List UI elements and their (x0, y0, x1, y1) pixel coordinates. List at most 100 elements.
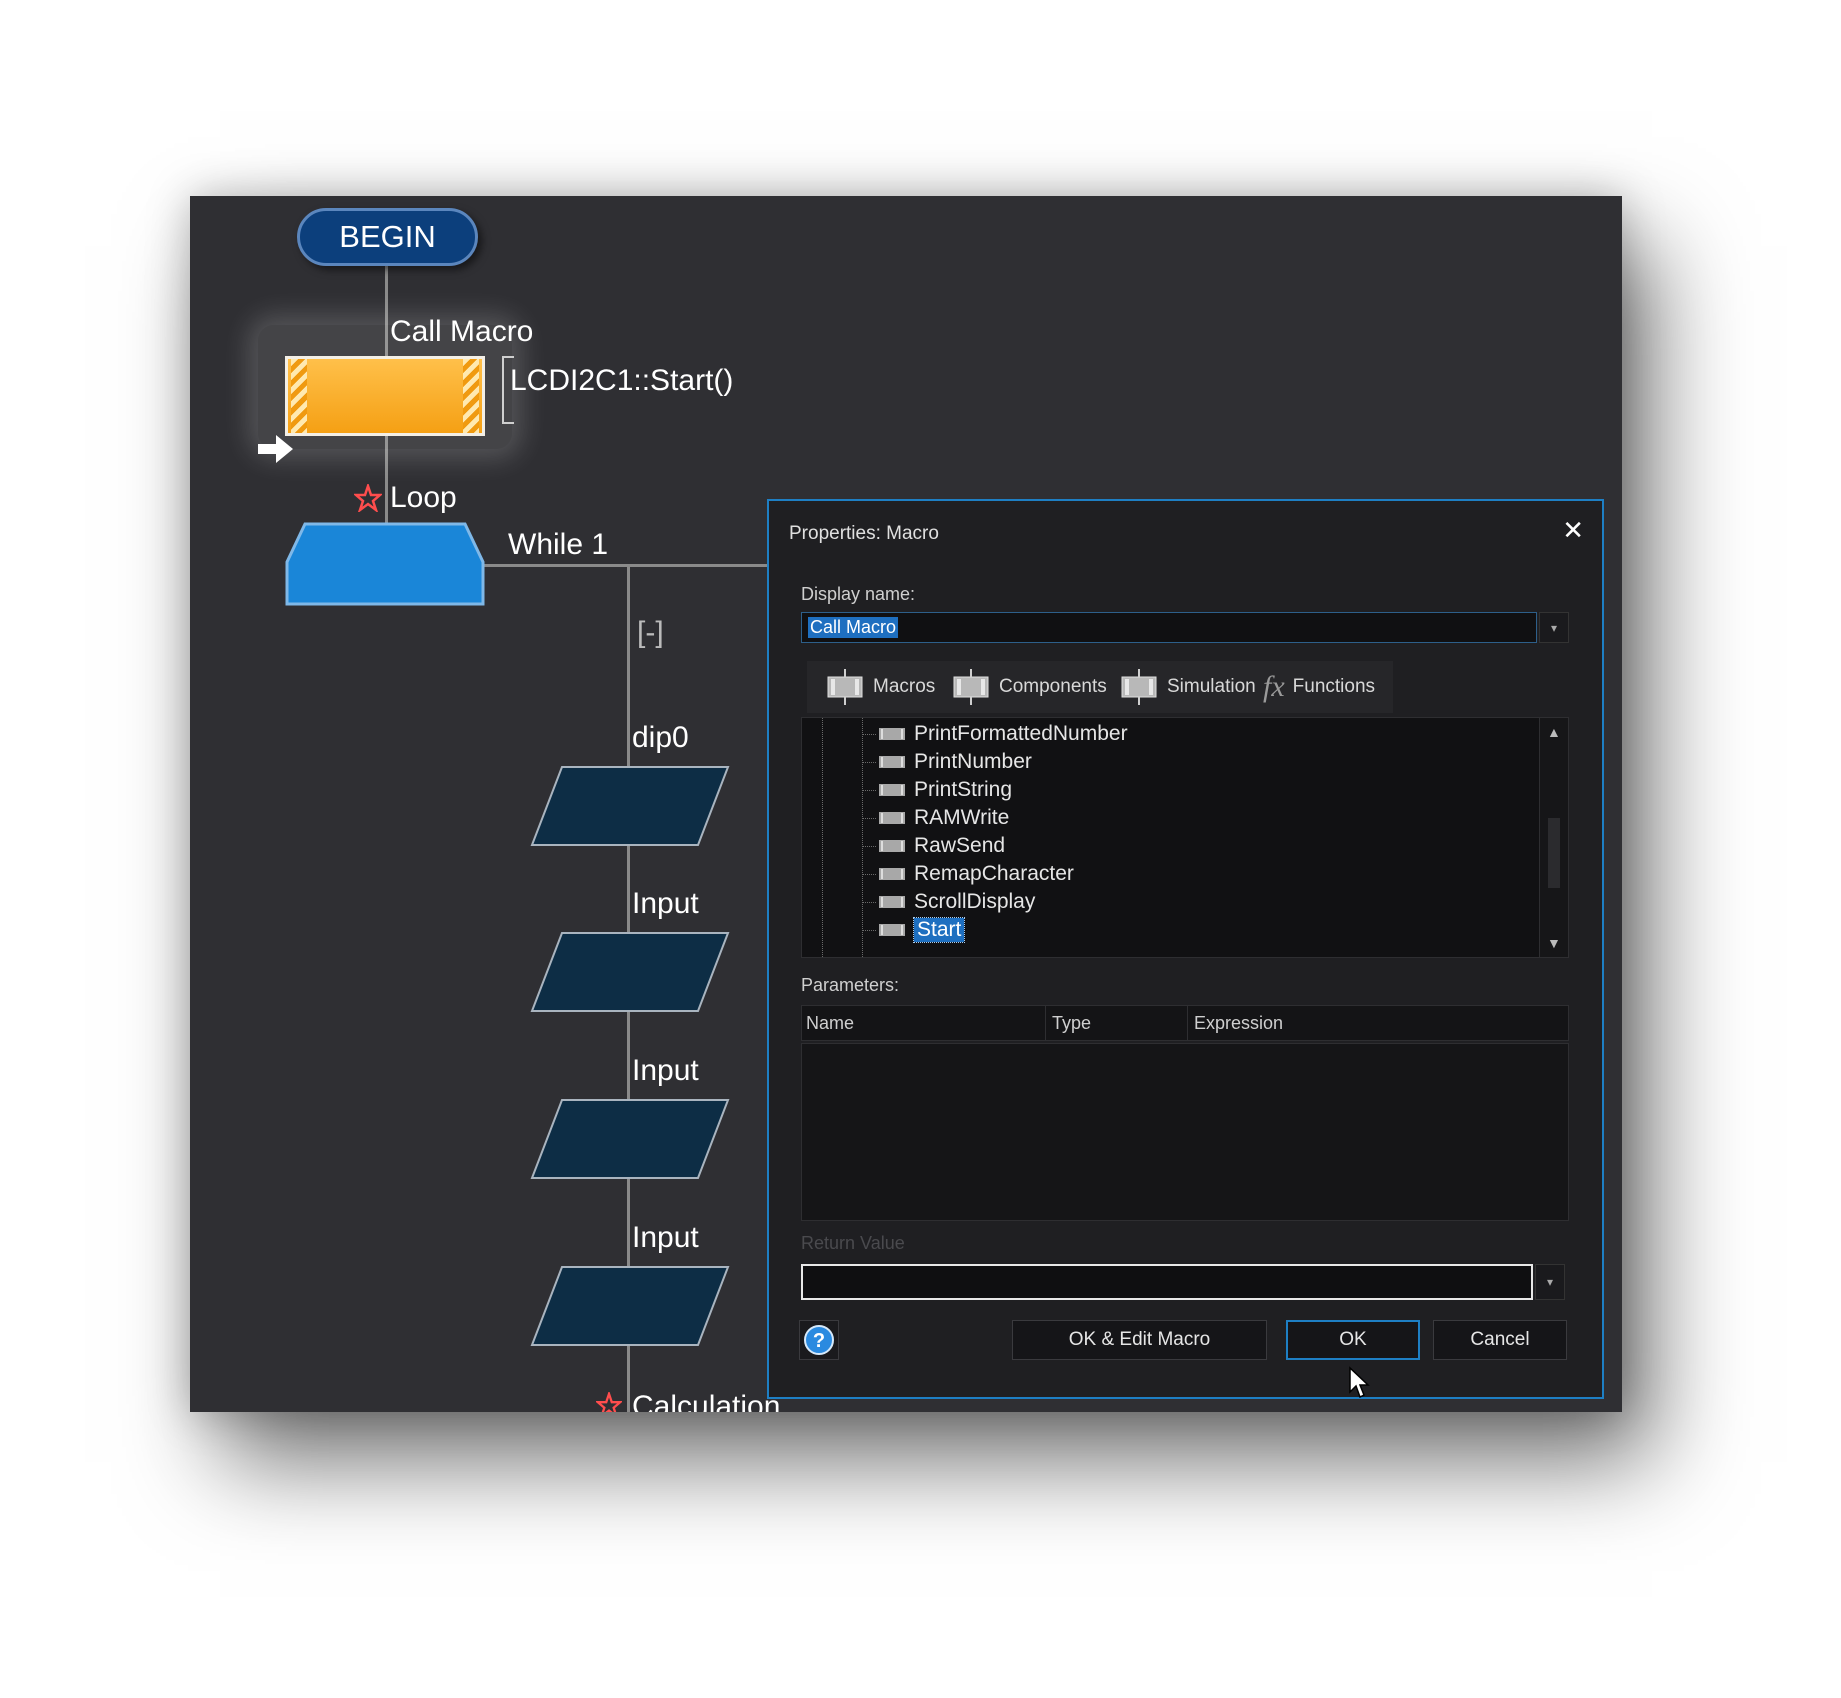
flow-line-loop-right (483, 564, 813, 567)
tree-connector (862, 929, 876, 931)
macro-stripe-left (291, 359, 307, 433)
tree-item-label: RemapCharacter (914, 862, 1074, 885)
display-name-dropdown-button[interactable]: ▾ (1539, 612, 1569, 643)
macro-stripe-right (463, 359, 479, 433)
begin-terminal[interactable]: BEGIN (297, 208, 478, 266)
tree-scrollbar[interactable]: ▲ ▼ (1539, 718, 1568, 957)
tree-guide-line-inner (862, 718, 863, 957)
input-label-3: Input (632, 1221, 699, 1254)
tree-item-selected[interactable]: Start (862, 916, 966, 944)
loop-label: Loop (390, 481, 457, 514)
display-name-value: Call Macro (808, 617, 899, 638)
macro-block-icon (827, 669, 863, 705)
tab-components[interactable]: Components (951, 661, 1107, 713)
begin-label: BEGIN (339, 219, 436, 254)
tree-item[interactable]: ScrollDisplay (862, 888, 1035, 916)
tree-connector (862, 761, 876, 763)
return-value-dropdown-button[interactable]: ▾ (1535, 1264, 1565, 1300)
fx-icon: fx (1263, 670, 1285, 703)
macro-block-icon (879, 840, 905, 852)
input-block-2[interactable] (526, 1097, 736, 1181)
tree-item[interactable]: PrintString (862, 776, 1012, 804)
macro-block-icon (879, 812, 905, 824)
chevron-down-icon: ▾ (1546, 1275, 1554, 1289)
tab-functions-label: Functions (1292, 676, 1376, 697)
tree-item[interactable]: RemapCharacter (862, 860, 1074, 888)
tree-item-label: RAMWrite (914, 806, 1010, 829)
tree-connector (862, 789, 876, 791)
ok-edit-macro-button[interactable]: OK & Edit Macro (1012, 1320, 1267, 1360)
call-macro-text: LCDI2C1::Start() (510, 364, 734, 397)
return-value-input[interactable] (801, 1264, 1533, 1300)
scroll-up-icon[interactable]: ▲ (1547, 724, 1561, 740)
ok-button[interactable]: OK (1286, 1320, 1420, 1360)
comment-bracket (502, 356, 514, 424)
input-block-0[interactable] (526, 764, 736, 848)
macro-source-tabs: Macros Components Simulation fx Function… (807, 661, 1393, 713)
input-block-1[interactable] (526, 930, 736, 1014)
tree-item[interactable]: PrintNumber (862, 748, 1032, 776)
call-macro-label: Call Macro (390, 315, 534, 348)
display-name-input[interactable]: Call Macro (801, 612, 1537, 643)
loop-condition: While 1 (508, 528, 609, 561)
help-button[interactable]: ? (799, 1320, 839, 1360)
tab-components-label: Components (999, 676, 1107, 697)
tree-item-label: ScrollDisplay (914, 890, 1036, 913)
tab-macros-label: Macros (873, 676, 936, 697)
display-name-label: Display name: (801, 584, 916, 604)
scroll-down-icon[interactable]: ▼ (1547, 935, 1561, 951)
component-block-icon (953, 669, 989, 705)
tree-item-label: PrintString (914, 778, 1013, 801)
macro-block-icon (879, 868, 905, 880)
macro-block-icon (879, 784, 905, 796)
tab-simulation[interactable]: Simulation (1119, 661, 1256, 713)
column-type[interactable]: Type (1048, 1006, 1188, 1040)
column-name[interactable]: Name (802, 1006, 1046, 1040)
star-icon-calc (596, 1392, 622, 1412)
question-icon: ? (804, 1325, 834, 1355)
tab-macros[interactable]: Macros (825, 661, 935, 713)
chevron-down-icon: ▾ (1550, 620, 1558, 635)
input-label-2: Input (632, 1054, 699, 1087)
input-block-3[interactable] (526, 1264, 736, 1348)
tree-connector (862, 845, 876, 847)
tree-item[interactable]: RAMWrite (862, 804, 1009, 832)
arrow-right-icon (258, 435, 293, 463)
input-label-1: Input (632, 887, 699, 920)
tree-item[interactable]: RawSend (862, 832, 1005, 860)
macro-block-icon (879, 728, 905, 740)
tree-item-label: RawSend (914, 834, 1006, 857)
tree-connector (862, 873, 876, 875)
collapse-toggle[interactable]: [-] (637, 616, 664, 649)
macro-block-icon (879, 756, 905, 768)
properties-dialog: Properties: Macro ✕ Display name: Call M… (767, 499, 1604, 1399)
tree-connector (862, 733, 876, 735)
tree-item-label: PrintNumber (914, 750, 1032, 773)
tree-item[interactable]: PrintFormattedNumber (862, 720, 1128, 748)
macro-tree[interactable]: PrintFormattedNumber PrintNumber PrintSt… (801, 717, 1569, 958)
star-icon (354, 484, 382, 512)
scroll-thumb[interactable] (1548, 818, 1560, 888)
dialog-title: Properties: Macro (789, 523, 939, 544)
column-expression[interactable]: Expression (1194, 1012, 1284, 1033)
tab-functions[interactable]: fx Functions (1263, 661, 1375, 713)
close-icon[interactable]: ✕ (1562, 515, 1584, 545)
tree-connector (862, 901, 876, 903)
calc-label: Calculation (632, 1390, 781, 1412)
input-label-0: dip0 (632, 721, 689, 754)
return-value-label: Return Value (801, 1233, 905, 1253)
macro-block-icon (879, 896, 905, 908)
tree-guide-line (822, 718, 823, 957)
parameters-grid[interactable] (801, 1043, 1569, 1221)
parameters-header: Name Type Expression (801, 1005, 1569, 1041)
tree-item-label-selected: Start (912, 917, 966, 943)
parameters-label: Parameters: (801, 975, 900, 995)
macro-block-icon (879, 924, 905, 936)
cancel-button[interactable]: Cancel (1433, 1320, 1567, 1360)
tree-connector (862, 817, 876, 819)
simulation-block-icon (1121, 669, 1157, 705)
mouse-cursor-icon (1349, 1366, 1370, 1399)
call-macro-block[interactable] (285, 356, 485, 436)
svg-text:?: ? (813, 1330, 825, 1352)
loop-block[interactable] (285, 522, 485, 606)
